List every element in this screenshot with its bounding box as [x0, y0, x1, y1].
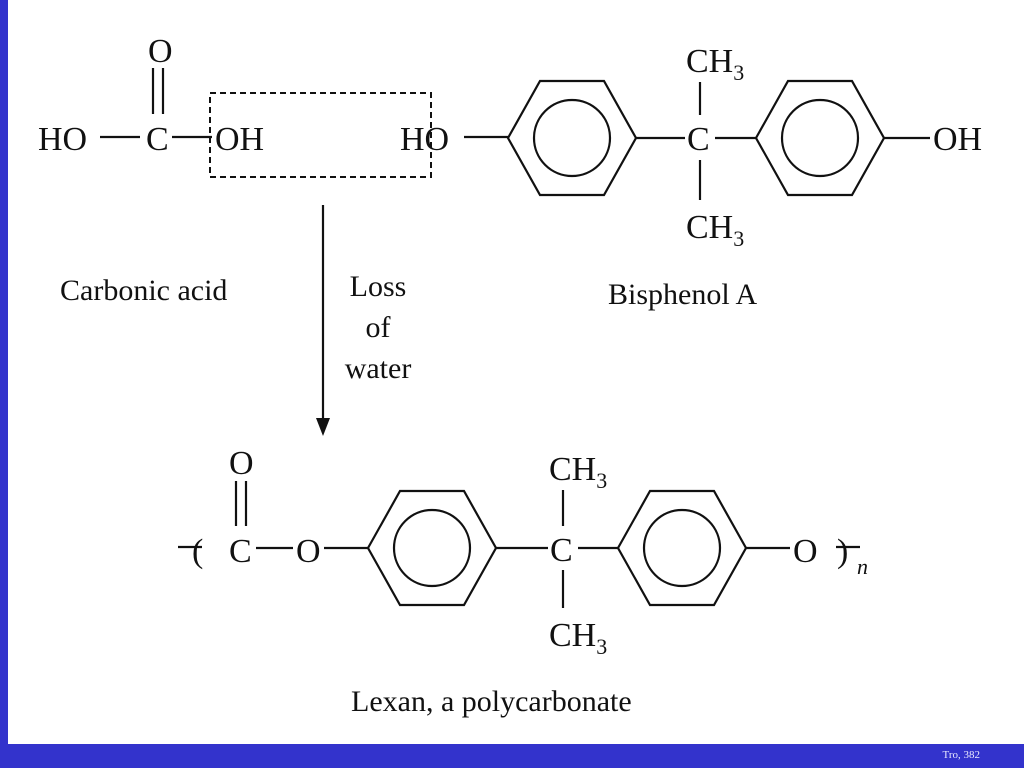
reaction-diagram: O HO C OH HO C CH3 CH3 OH Carbonic acid …	[38, 33, 982, 718]
carbonic-acid-structure: O HO C OH	[38, 33, 264, 158]
carbonic-acid-label: Carbonic acid	[60, 274, 227, 307]
bisphenol-a-left-aromatic-circle	[532, 98, 612, 178]
bisphenol-a-left-hydroxyl: HO	[400, 121, 449, 158]
bisphenol-a-top-methyl: CH3	[686, 43, 744, 85]
lexan-left-ester-oxygen: O	[296, 533, 321, 570]
lexan-left-benzene-ring	[366, 489, 498, 607]
bisphenol-a-label: Bisphenol A	[608, 278, 758, 311]
lexan-repeat-subscript: n	[857, 554, 868, 579]
bisphenol-a-right-hydroxyl: OH	[933, 121, 982, 158]
lexan-center-carbon: C	[550, 532, 573, 569]
water-elimination-box	[209, 92, 432, 178]
carbonic-acid-right-hydroxyl: OH	[215, 121, 264, 158]
carbonic-acid-left-hydroxyl: HO	[38, 121, 87, 158]
lexan-label: Lexan, a polycarbonate	[351, 685, 632, 718]
carbonic-acid-center-carbon: C	[146, 121, 169, 158]
bisphenol-a-bottom-methyl: CH3	[686, 209, 744, 251]
lexan-right-paren: )	[837, 533, 848, 570]
lexan-top-methyl: CH3	[549, 451, 607, 493]
reaction-condition-line-1: Loss	[350, 270, 407, 303]
lexan-right-aromatic-circle	[642, 508, 722, 588]
slide-canvas: O HO C OH HO C CH3 CH3 OH Carbonic acid …	[8, 0, 1024, 744]
lexan-right-ester-oxygen: O	[793, 533, 818, 570]
bisphenol-a-structure: HO C CH3 CH3 OH	[400, 43, 982, 251]
lexan-structure: ( O C O C CH3 CH3 O ) n	[178, 445, 868, 659]
bisphenol-a-right-benzene-ring	[754, 79, 886, 197]
lexan-left-paren: (	[192, 533, 203, 570]
lexan-bottom-methyl: CH3	[549, 617, 607, 659]
slide-credit: Tro, 382	[942, 749, 981, 761]
lexan-right-benzene-ring	[616, 489, 748, 607]
reaction-condition-line-3: water	[345, 352, 412, 385]
bisphenol-a-right-aromatic-circle	[780, 98, 860, 178]
lexan-carbonyl-carbon: C	[229, 533, 252, 570]
bisphenol-a-center-carbon: C	[687, 121, 710, 158]
bisphenol-a-left-benzene-ring	[506, 79, 638, 197]
reaction-arrow	[316, 205, 330, 436]
lexan-left-aromatic-circle	[392, 508, 472, 588]
reaction-arrow-head	[316, 418, 330, 436]
lexan-carbonyl-oxygen: O	[229, 445, 254, 482]
carbonic-acid-carbonyl-oxygen: O	[148, 33, 173, 70]
reaction-condition-line-2: of	[366, 311, 391, 344]
